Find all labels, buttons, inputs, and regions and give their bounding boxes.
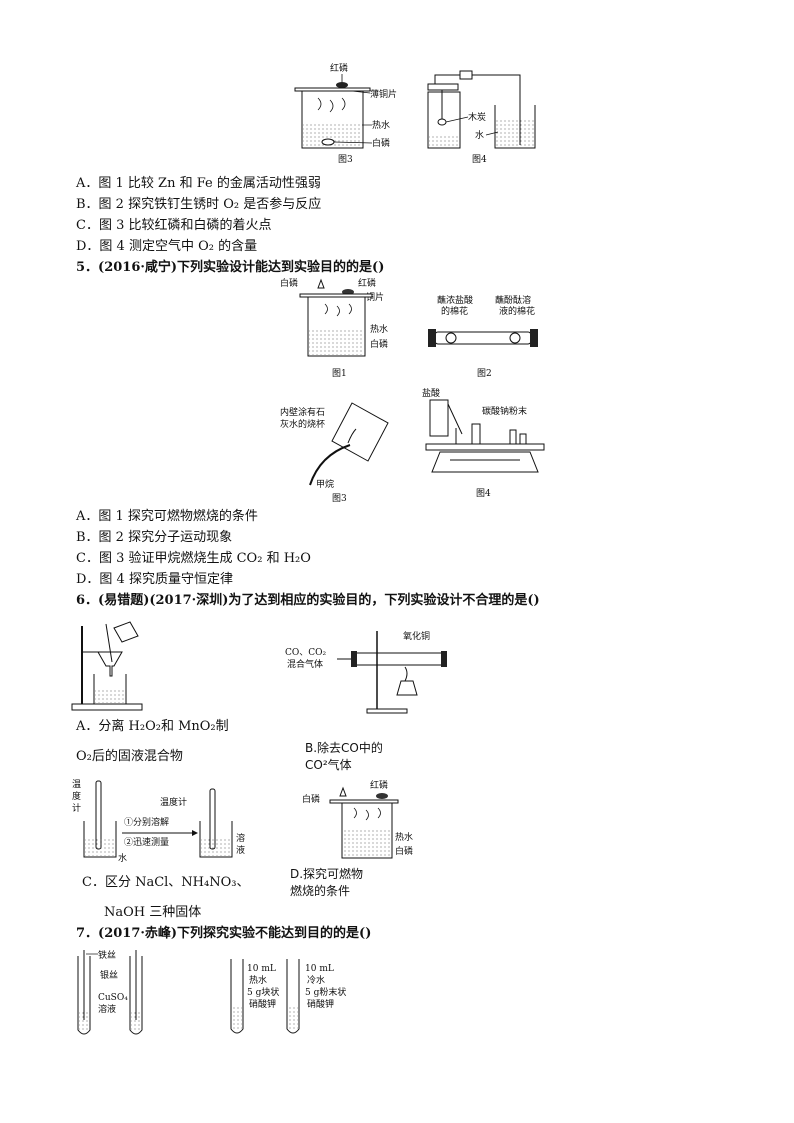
fig4-label-water: 水 — [475, 129, 484, 141]
q5-option-d: D．图 4 探究质量守恒定律 — [76, 572, 233, 587]
q7-figure-a: 铁丝 银丝 CuSO₄ 溶液 — [77, 949, 143, 1035]
q5-figure-4: 盐酸 碳酸钠粉末 图4 — [422, 387, 545, 499]
q6-option-d-line-2: 燃烧的条件 — [290, 884, 351, 898]
q6-figC-sol2: 液 — [236, 844, 245, 856]
q5-fig1-white-phosphorus: 白磷 — [280, 277, 298, 289]
q5-fig2-right-2: 液的棉花 — [499, 305, 535, 317]
q7-figA-iron: 铁丝 — [98, 949, 116, 961]
fig3-label-copper: 薄铜片 — [370, 88, 397, 100]
q5-option-b: B．图 2 探究分子运动现象 — [76, 530, 233, 545]
q6-figC-step2: ②迅速测量 — [124, 837, 169, 848]
q5-fig2-caption: 图2 — [477, 368, 492, 379]
q6-option-d-line-1: D.探究可燃物 — [290, 867, 364, 881]
q7-figB-right-2: 冷水 — [307, 974, 325, 986]
q5-fig4-powder: 碳酸钠粉末 — [482, 405, 527, 417]
q4-option-c: C．图 3 比较红磷和白磷的着火点 — [76, 218, 272, 233]
q7-figure-b: 10 mL 热水 5 g块状 硝酸钾 10 mL 冷水 5 g粉末状 硝酸钾 — [230, 959, 346, 1034]
q5-fig2-left-2: 的棉花 — [441, 305, 468, 317]
q6-figD-white-2: 白磷 — [395, 845, 413, 857]
q6-figC-step1: ①分别溶解 — [124, 816, 169, 828]
q6-figB-gas-2: 混合气体 — [287, 658, 323, 670]
q5-fig3-caption: 图3 — [332, 493, 347, 504]
q7-figB-left-2: 热水 — [249, 974, 267, 986]
q5-figure-1: 白磷 红磷 铜片 热水 白磷 图1 — [280, 277, 388, 379]
q6-figC-thermometer: 温度计 — [160, 796, 187, 808]
q7-figB-right-1: 10 mL — [305, 964, 334, 974]
fig3-label-hot-water: 热水 — [372, 119, 390, 131]
q5-fig2-left-1: 蘸浓盐酸 — [437, 294, 473, 306]
q5-fig3-methane: 甲烷 — [316, 478, 334, 490]
q6-figD-white: 白磷 — [302, 793, 320, 805]
fig3-caption: 图3 — [338, 154, 353, 165]
q7-figA-cuso4: CuSO₄ — [98, 993, 128, 1003]
q7-figB-right-3: 5 g粉末状 — [305, 986, 346, 998]
q6-figC-t2: 度 — [72, 790, 81, 802]
q7-figB-left-1: 10 mL — [247, 964, 276, 974]
q6-figure-b: CO、CO₂ 混合气体 氧化铜 — [285, 630, 447, 714]
q7-figB-left-3: 5 g块状 — [247, 986, 279, 998]
q5-fig3-line-2: 灰水的烧杯 — [280, 418, 325, 430]
q4-option-d: D．图 4 测定空气中 O₂ 的含量 — [76, 239, 258, 254]
q5-figure-3: 内壁涂有石 灰水的烧杯 甲烷 图3 — [280, 402, 389, 504]
q5-option-c: C．图 3 验证甲烷燃烧生成 CO₂ 和 H₂O — [76, 551, 311, 566]
q4-option-a: A．图 1 比较 Zn 和 Fe 的金属活动性强弱 — [76, 176, 321, 191]
fig3-label-red-phosphorus: 红磷 — [330, 62, 348, 74]
q7-figA-solution: 溶液 — [98, 1003, 116, 1015]
q6-option-c-line-2: NaOH 三种固体 — [104, 905, 202, 920]
q6-figC-t3: 计 — [72, 802, 81, 814]
q5-fig1-white-phosphorus-2: 白磷 — [370, 338, 388, 350]
q5-figure-2: 蘸浓盐酸 的棉花 蘸酚酞溶 液的棉花 图2 — [428, 294, 538, 379]
q6-option-b-line-1: B.除去CO中的 — [305, 741, 383, 755]
q5-fig1-red-phosphorus: 红磷 — [358, 277, 376, 289]
q6-figure-c: 温 度 计 水 ①分别溶解 ②迅速测量 温度计 溶 液 — [72, 779, 245, 864]
q5-fig1-hot-water: 热水 — [370, 323, 388, 335]
q7-stem: 7．(2017·赤峰)下列探究实验不能达到目的的是() — [76, 926, 372, 941]
q6-figD-hot-water: 热水 — [395, 831, 413, 843]
q5-fig4-acid: 盐酸 — [422, 387, 440, 399]
q6-figD-red: 红磷 — [370, 779, 388, 791]
q6-figC-t1: 温 — [72, 779, 81, 790]
fig4-caption: 图4 — [472, 154, 487, 165]
q6-option-b-line-2: CO²气体 — [305, 758, 352, 772]
q5-fig3-line-1: 内壁涂有石 — [280, 406, 325, 418]
q7-figA-silver: 银丝 — [100, 969, 118, 981]
q5-fig4-caption: 图4 — [476, 488, 491, 499]
fig3-label-white-phosphorus: 白磷 — [372, 137, 390, 149]
q5-stem: 5．(2016·咸宁)下列实验设计能达到实验目的的是() — [76, 260, 385, 275]
q4-figure-4: 木炭 水 图4 — [427, 70, 536, 165]
q4-figure-3: 红磷 薄铜片 热水 白磷 图3 — [294, 62, 397, 165]
q6-figC-sol1: 溶 — [236, 832, 245, 844]
q6-option-c-line-1: C．区分 NaCl、NH₄NO₃、 — [82, 875, 250, 890]
q6-figure-d: 白磷 红磷 热水 白磷 — [302, 779, 413, 859]
q6-stem: 6．(易错题)(2017·深圳)为了达到相应的实验目的，下列实验设计不合理的是(… — [76, 593, 540, 608]
q7-figB-right-4: 硝酸钾 — [307, 998, 334, 1010]
q6-figure-a — [71, 621, 143, 711]
q5-fig2-right-1: 蘸酚酞溶 — [495, 294, 531, 306]
q5-fig1-caption: 图1 — [332, 368, 347, 379]
q5-option-a: A．图 1 探究可燃物燃烧的条件 — [76, 509, 258, 524]
fig4-label-charcoal: 木炭 — [468, 111, 486, 123]
q6-figB-gas-1: CO、CO₂ — [285, 648, 327, 658]
q6-figB-oxide: 氧化铜 — [403, 630, 430, 642]
q7-figB-left-4: 硝酸钾 — [249, 998, 276, 1010]
q6-option-a-line-1: A．分离 H₂O₂和 MnO₂制 — [76, 719, 229, 734]
q6-option-a-line-2: O₂后的固液混合物 — [76, 749, 183, 764]
q4-option-b: B．图 2 探究铁钉生锈时 O₂ 是否参与反应 — [76, 197, 322, 212]
q6-figC-water: 水 — [118, 852, 127, 864]
